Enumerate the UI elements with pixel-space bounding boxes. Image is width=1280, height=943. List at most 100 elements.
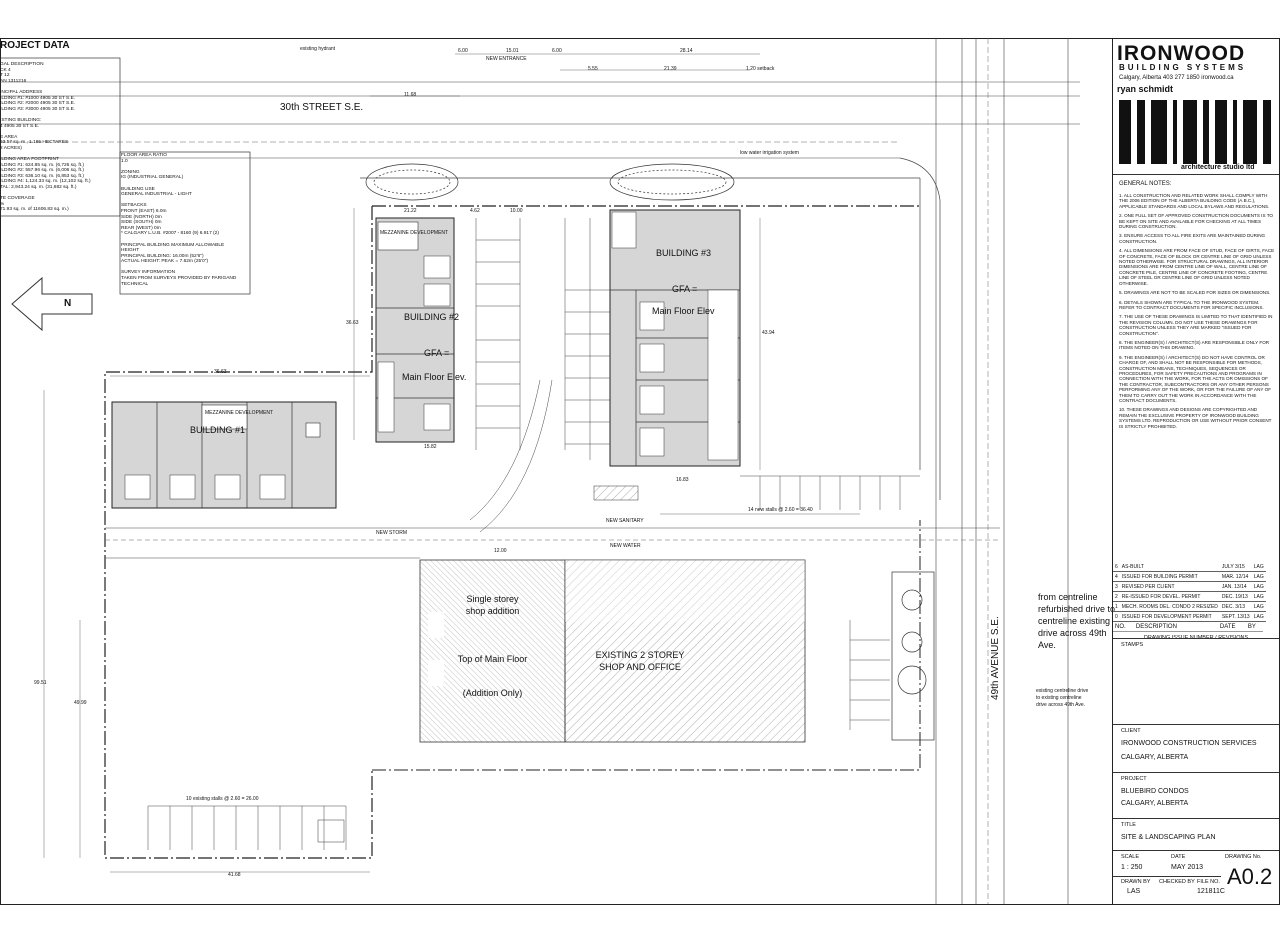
project-data-line: INCIPAL ADDRESS (0, 89, 43, 95)
project-label: PROJECT (1121, 776, 1147, 782)
zoning-data-line: ZONING (121, 169, 140, 175)
revision-by: LAG (1251, 581, 1266, 592)
checked-by-label: CHECKED BY (1159, 879, 1195, 885)
project-data-line: % (0, 201, 5, 207)
existing-drive-line1: existing centreline drive (1036, 688, 1089, 694)
parking-stalls-left (147, 805, 347, 850)
general-note: 9. THE ENGINEER(S) / ARCHITECT(S) DO NOT… (1119, 354, 1272, 403)
general-notes-title: GENERAL NOTES: (1119, 181, 1172, 187)
project-data-line: ILDING #1: #1000 4905 30 ST S.E. (0, 95, 76, 101)
project-data-line: 71.93 sq. m. of 11606.83 sq. m.) (0, 207, 69, 213)
project-data-line: 63.57 sq. m., 1.165 HECTARES (0, 140, 69, 146)
building-2-gfa: GFA = (424, 348, 450, 358)
revision-by: LAG (1251, 591, 1266, 602)
refurb-line3: centreline existing (1038, 616, 1111, 626)
client-line1: IRONWOOD CONSTRUCTION SERVICES (1121, 740, 1257, 747)
mezzanine-b2: MEZZANINE DEVELOPMENT (380, 230, 449, 236)
title-label: TITLE (1121, 822, 1136, 828)
general-note: 10. THESE DRAWINGS AND DESIGNS ARE COPYR… (1119, 407, 1272, 429)
dim-d7: 1.20 setback (746, 66, 775, 72)
zoning-data-line: * CALGARY L.U.B. #2007 - 8160 (9) 6.917 … (121, 231, 219, 237)
client-label: CLIENT (1121, 728, 1141, 734)
project-data-line: ILDING AREA FOOTPRINT (0, 157, 59, 163)
architect-logo-icon (1119, 100, 1271, 164)
building-3-gfa: GFA = (672, 284, 698, 294)
revision-date: DEC. 3/13 (1219, 601, 1252, 612)
zoning-data-line: SURVEY INFORMATION (121, 270, 176, 276)
new-sanitary-label: NEW SANITARY (606, 518, 644, 524)
zoning-data-line: PRINCIPAL BUILDING: 16.00m (52'6") (121, 253, 204, 259)
new-entrance-label: NEW ENTRANCE (486, 56, 527, 62)
general-note: 5. DRAWINGS ARE NOT TO BE SCALED FOR SIZ… (1119, 290, 1271, 296)
street-label-49th: 49th AVENUE S.E. (990, 616, 1001, 700)
zoning-data-line: ACTUAL HEIGHT: PEAK = 7.62m (25'0") (121, 259, 209, 265)
dim-d8: 11.68 (404, 92, 417, 98)
project-data-line: ILDING #4: 1,124.33 sq. m. (12,102 sq. f… (0, 179, 91, 185)
dim-d5: 5.55 (588, 66, 598, 72)
top-main-floor: Top of Main Floor (457, 654, 528, 664)
dim-d6: 21.39 (664, 66, 677, 72)
existing-building-line1: EXISTING 2 STOREY (595, 650, 685, 660)
existing-drive-line2: to existing centreline (1036, 695, 1082, 701)
building-2-label: BUILDING #2 (404, 312, 460, 322)
existing-building-line2: SHOP AND OFFICE (599, 662, 681, 672)
revision-desc: ISSUED FOR DEVELOPMENT PERMIT (1119, 611, 1220, 622)
building-2 (375, 217, 455, 443)
zoning-data-line: GENERAL INDUSTRIAL - LIGHT (121, 192, 192, 198)
drawing-no-value: A0.2 (1227, 864, 1273, 889)
revision-no: 2 (1113, 591, 1120, 602)
project-data-title: ROJECT DATA (0, 40, 70, 51)
zoning-data-line: HEIGHT (121, 248, 140, 254)
rev-hdr-desc: DESCRIPTION (1133, 622, 1218, 632)
dim-d20: 4.62 (470, 208, 480, 214)
refurb-line5: Ave. (1038, 640, 1056, 650)
dim-d10: 41.68 (228, 872, 241, 878)
building-1-label: BUILDING #1 (190, 425, 246, 435)
30th-street (0, 81, 1080, 179)
date-value: MAY 2013 (1171, 864, 1204, 871)
dim-d3: 6.00 (552, 48, 562, 54)
new-storm-label: NEW STORM (376, 530, 408, 536)
refurb-line4: drive across 49th (1038, 628, 1107, 638)
dim-d15: 36.63 (346, 320, 359, 326)
dim-d19: 21.22 (404, 208, 417, 214)
project-data-line: T 12 (0, 73, 10, 79)
revision-no: 0 (1113, 611, 1120, 622)
project-data-line: ILDING #3: #3000 4905 30 ST S.E. (0, 106, 76, 112)
file-no-value: 121811C (1197, 888, 1225, 895)
project-data-line: TAL: 2,943.24 sq. m. (31,682 sq. ft.) (0, 185, 77, 191)
rev-hdr-by: BY (1245, 622, 1263, 632)
single-storey-line2: shop addition (465, 606, 520, 616)
project-data-line: AN 1311216 (0, 78, 27, 84)
project-data-line: ILDING #2: #2000 4905 30 ST S.E. (0, 101, 76, 107)
refurb-line2: refurbished drive to (1038, 604, 1116, 614)
low-water-label: low water irrigation system (740, 150, 799, 156)
stamps-label: STAMPS (1121, 642, 1144, 648)
project-data-line: ILDING #1: 624.85 sq. m. (6,726 sq. ft.) (0, 162, 84, 168)
zoning-data-line: SIDE (SOUTH) 0m (121, 220, 162, 226)
general-note: 8. THE ENGINEER(S) / ARCHITECT(S) ARE RE… (1119, 339, 1270, 351)
file-no-label: FILE NO. (1197, 879, 1220, 885)
dim-d4: 28.14 (680, 48, 693, 54)
building-1 (111, 401, 337, 509)
client-line2: CALGARY, ALBERTA (1121, 754, 1189, 761)
revision-no: 4 (1113, 571, 1120, 582)
existing-building (419, 559, 806, 743)
zoning-data-line: SETBACKS (121, 203, 147, 209)
zoning-data-line: SIDE (NORTH) 0m (121, 214, 162, 220)
zoning-data-box (119, 151, 251, 295)
title-line1: SITE & LANDSCAPING PLAN (1121, 834, 1216, 841)
rev-hdr-no: NO. (1113, 622, 1134, 632)
drawn-by-label: DRAWN BY (1121, 879, 1151, 885)
49th-avenue (899, 38, 1069, 904)
zoning-data-line: TECHNICAL (121, 281, 149, 287)
revision-desc: REVISED PER CLIENT (1119, 581, 1220, 592)
dim-d2: 15.01 (506, 48, 519, 54)
architect-name: ryan schmidt (1117, 84, 1174, 94)
